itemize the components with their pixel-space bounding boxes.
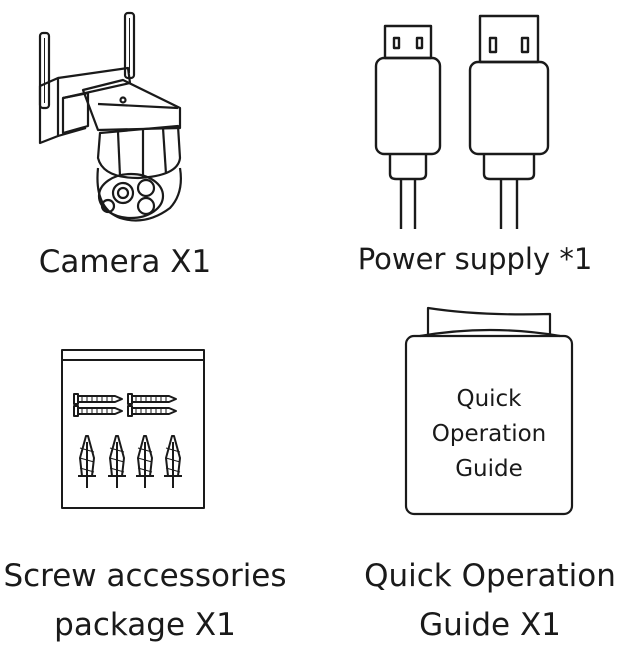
booklet-line-3: Guide <box>455 456 523 482</box>
item-caption-line-2: Guide X1 <box>419 607 561 643</box>
booklet-cover-text: Quick Operation Guide <box>404 382 574 487</box>
item-caption: Power supply *1 <box>357 242 593 276</box>
item-caption-line-2: package X1 <box>54 607 236 643</box>
item-caption: Camera X1 <box>38 244 212 280</box>
item-caption-line-1: Screw accessories <box>3 558 287 594</box>
guide-booklet-icon <box>404 306 574 516</box>
booklet-line-1: Quick <box>456 386 522 412</box>
screw-package-icon <box>61 349 205 509</box>
booklet-line-2: Operation <box>431 421 547 447</box>
ptz-camera-icon <box>38 11 182 222</box>
usb-cable-icon <box>374 14 550 229</box>
item-caption-line-1: Quick Operation <box>364 558 616 594</box>
